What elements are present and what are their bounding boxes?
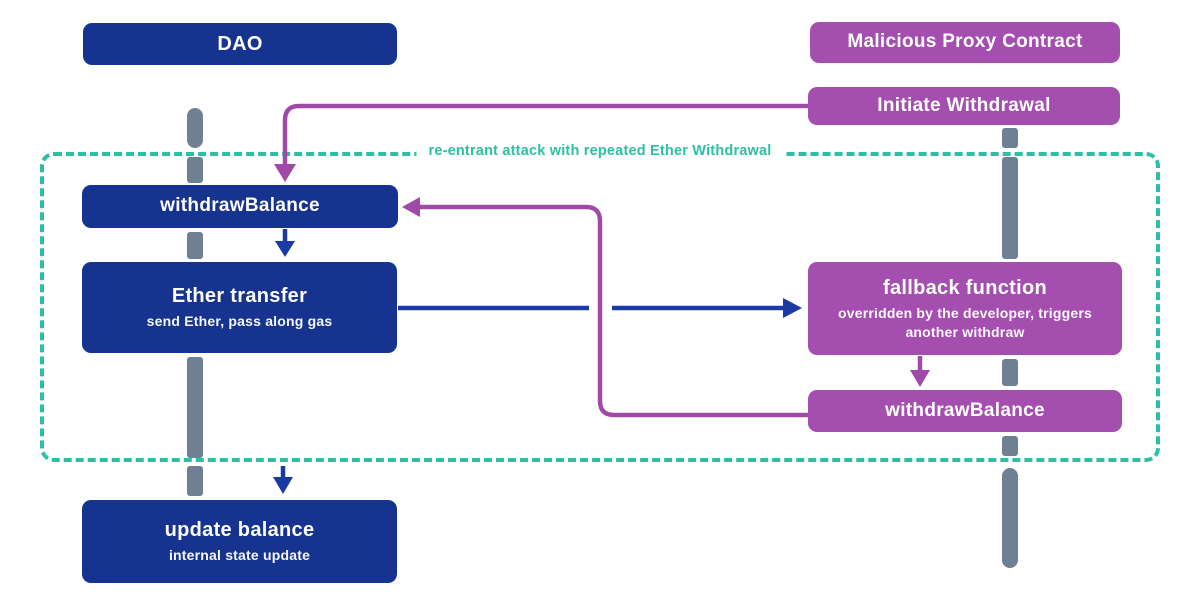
attack-region-border: re-entrant attack with repeated Ether Wi… (40, 143, 1160, 462)
arrow-reentry-to-withdrawbalance (418, 204, 808, 418)
node-update-balance-sublabel: internal state update (168, 547, 311, 564)
proxy-lifeline-segment (1002, 468, 1018, 568)
actor-dao-label: DAO (217, 33, 263, 55)
dao-lifeline-segment (187, 108, 203, 148)
dao-lifeline-segment (187, 357, 203, 458)
arrowhead-left-icon (402, 197, 420, 217)
proxy-lifeline-segment (1002, 157, 1018, 259)
node-withdrawbalance-dao: withdrawBalance (82, 185, 398, 228)
arrowhead-right-icon (783, 298, 802, 318)
arrowhead-down-icon (274, 164, 296, 182)
attack-region-label: re-entrant attack with repeated Ether Wi… (416, 143, 784, 159)
node-withdrawbalance-proxy: withdrawBalance (808, 390, 1122, 432)
node-update-balance: update balance internal state update (82, 500, 397, 583)
actor-malicious-proxy: Malicious Proxy Contract (810, 22, 1120, 63)
node-withdrawbalance-dao-label: withdrawBalance (160, 195, 320, 217)
actor-proxy-label: Malicious Proxy Contract (847, 31, 1083, 53)
node-fallback-function-sublabel: overridden by the developer, triggers an… (837, 305, 1093, 340)
node-update-balance-label: update balance (164, 519, 315, 542)
node-fallback-function-label: fallback function (882, 277, 1047, 300)
dao-lifeline-segment (187, 466, 203, 496)
node-ether-transfer: Ether transfer send Ether, pass along ga… (82, 262, 397, 353)
node-initiate-withdrawal: Initiate Withdrawal (808, 87, 1120, 125)
dao-lifeline-segment (187, 232, 203, 259)
node-ether-transfer-label: Ether transfer (171, 285, 308, 308)
proxy-lifeline-segment (1002, 436, 1018, 456)
proxy-lifeline-segment (1002, 128, 1018, 148)
node-fallback-function: fallback function overridden by the deve… (808, 262, 1122, 355)
proxy-lifeline-segment (1002, 359, 1018, 386)
actor-dao: DAO (83, 23, 397, 65)
arrowhead-down-icon (273, 477, 293, 494)
arrowhead-down-icon (275, 241, 295, 257)
node-ether-transfer-sublabel: send Ether, pass along gas (146, 313, 333, 330)
arrow-initiate-to-withdrawbalance (282, 103, 808, 166)
node-withdrawbalance-proxy-label: withdrawBalance (885, 399, 1045, 421)
arrowhead-down-icon (910, 370, 930, 387)
node-initiate-withdrawal-label: Initiate Withdrawal (877, 94, 1051, 116)
dao-lifeline-segment (187, 157, 203, 183)
